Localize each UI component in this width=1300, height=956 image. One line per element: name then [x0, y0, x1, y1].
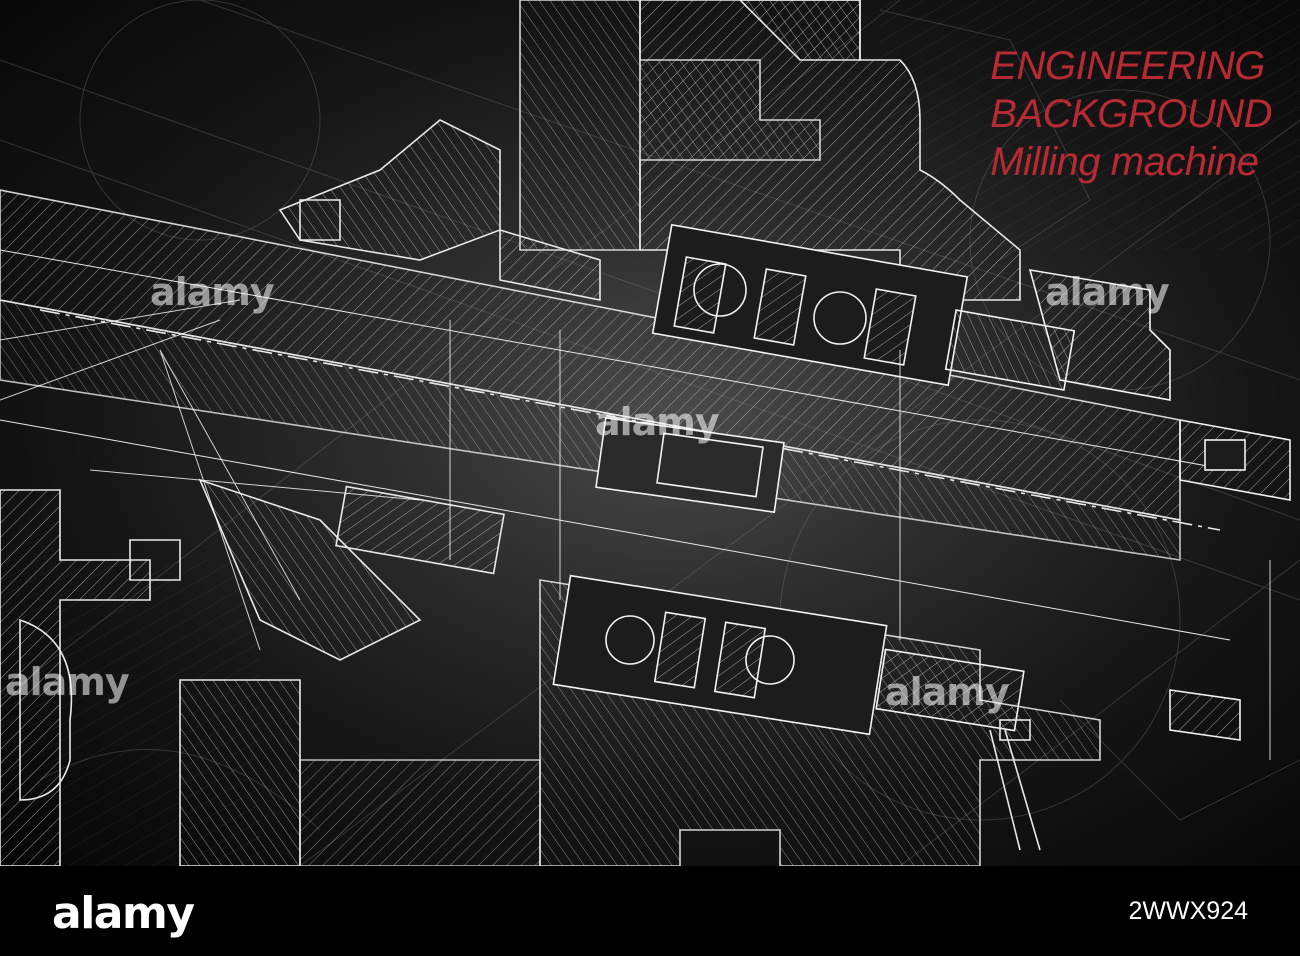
watermark: alamy [5, 660, 130, 704]
engineering-drawing: alamy alamy alamy alamy alamy ENGINEERIN… [0, 0, 1300, 866]
watermark: alamy [1045, 270, 1170, 314]
lower-bearings [552, 574, 1025, 736]
watermark: alamy [595, 400, 720, 444]
watermark: alamy [150, 270, 275, 314]
end-cap [1169, 419, 1291, 741]
upper-housing [519, 0, 1021, 301]
milling-machine-drawing [0, 0, 1300, 866]
left-frame [0, 478, 505, 866]
title-line-1: ENGINEERING [990, 44, 1265, 88]
upper-bearings [651, 223, 1171, 401]
bolt [989, 719, 1041, 851]
tool-holder [595, 416, 785, 514]
title-line-3: Milling machine [990, 140, 1259, 184]
title-line-2: BACKGROUND [990, 92, 1272, 136]
footer-bar: alamy 2WWX924 [0, 866, 1300, 956]
title-block: ENGINEERING BACKGROUND Milling machine [990, 42, 1272, 186]
spindle-shaft [0, 189, 1231, 641]
construction-lines [0, 299, 1271, 760]
watermark: alamy [885, 670, 1010, 714]
footer-logo[interactable]: alamy [52, 888, 195, 939]
image-id: 2WWX924 [1128, 897, 1248, 925]
dovetail-block [278, 119, 601, 301]
